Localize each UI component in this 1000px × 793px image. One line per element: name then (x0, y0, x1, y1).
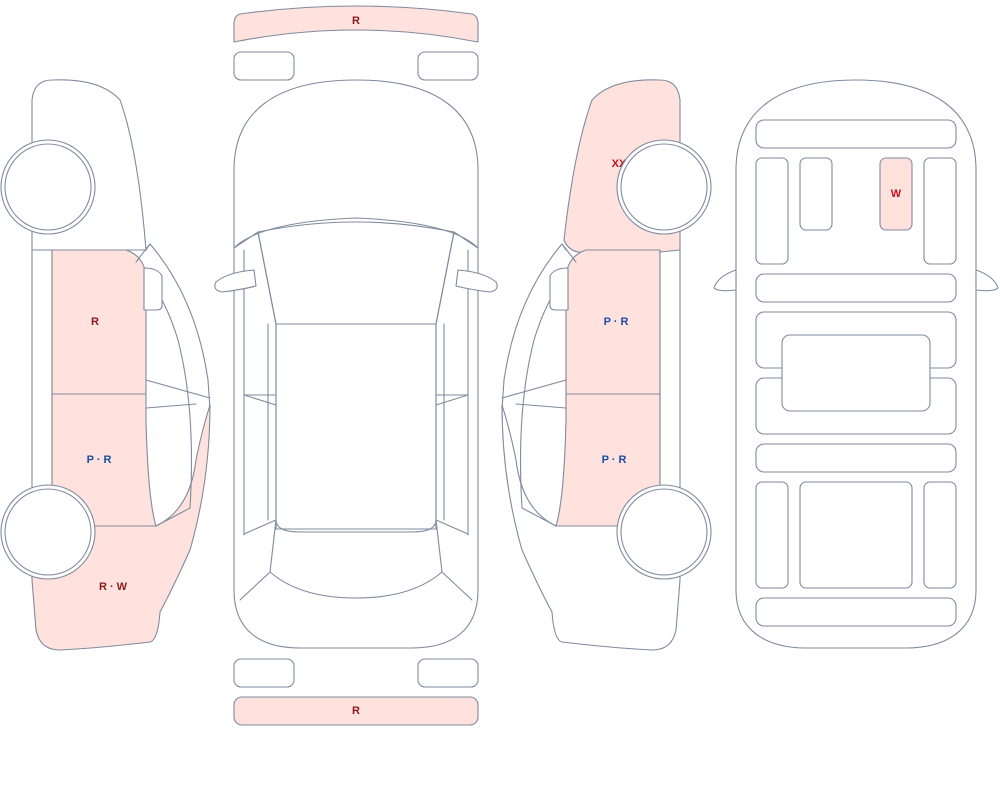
rear-shelf[interactable] (755, 597, 957, 627)
windshield-edge (257, 221, 455, 233)
left-front-door-trim[interactable] (755, 157, 789, 265)
left-taillight[interactable] (233, 658, 295, 688)
left-rear-trim[interactable] (755, 481, 789, 589)
left-mirror[interactable] (214, 269, 257, 293)
left-side-mirror[interactable] (143, 267, 163, 311)
cargo-floor[interactable] (799, 481, 913, 589)
left-headlight[interactable] (233, 51, 295, 81)
right-front-door-trim[interactable] (923, 157, 957, 265)
left-front-wheel-rim (4, 143, 92, 231)
right-front-door[interactable] (565, 249, 661, 395)
left-pillar-lines (243, 231, 277, 535)
driver-seat[interactable] (799, 157, 833, 231)
right-headlight[interactable] (417, 51, 479, 81)
roof[interactable] (275, 323, 437, 530)
center-bar-1[interactable] (755, 273, 957, 303)
right-side-view: XX P · R P · R (501, 79, 712, 651)
left-side-view: R P · R R · W (0, 79, 211, 651)
right-front-door-code: P · R (604, 316, 629, 328)
right-sill (659, 249, 681, 527)
interior-body-outline (735, 79, 977, 649)
passenger-seat[interactable] (879, 157, 913, 231)
left-front-door[interactable] (51, 249, 147, 395)
left-sill (31, 249, 53, 527)
rear-bumper-code: R (352, 705, 360, 717)
left-rear-door-code: P · R (87, 454, 112, 466)
top-body-outline (233, 79, 479, 649)
right-taillight[interactable] (417, 658, 479, 688)
right-front-wheel-rim (620, 143, 708, 231)
rear-bench-seat[interactable] (781, 334, 931, 412)
left-window-lines (135, 243, 211, 527)
interior-view: W (713, 79, 999, 649)
right-window-lines (501, 243, 577, 527)
right-pillar-lines (435, 231, 469, 535)
right-rear-quarter[interactable] (501, 404, 681, 651)
left-rear-quarter-code: R · W (99, 581, 128, 593)
rear-bumper[interactable] (233, 696, 479, 726)
center-bar-2[interactable] (755, 443, 957, 473)
front-bumper[interactable] (233, 5, 479, 43)
left-rear-quarter[interactable] (31, 404, 211, 651)
right-rear-door-code: P · R (602, 454, 627, 466)
passenger-seat-code: W (891, 188, 902, 200)
interior-left-mirror[interactable] (713, 269, 737, 292)
left-front-door-code: R (91, 316, 99, 328)
left-rear-wheel-rim (4, 488, 92, 576)
front-bumper-code: R (352, 15, 360, 27)
dashboard[interactable] (755, 119, 957, 149)
right-rear-wheel-rim (620, 488, 708, 576)
right-side-mirror[interactable] (549, 267, 569, 311)
right-rear-trim[interactable] (923, 481, 957, 589)
top-view: R R (214, 5, 498, 726)
windshield[interactable] (233, 217, 479, 325)
right-mirror[interactable] (455, 269, 498, 293)
rear-window[interactable] (269, 519, 443, 599)
interior-right-mirror[interactable] (975, 269, 999, 292)
